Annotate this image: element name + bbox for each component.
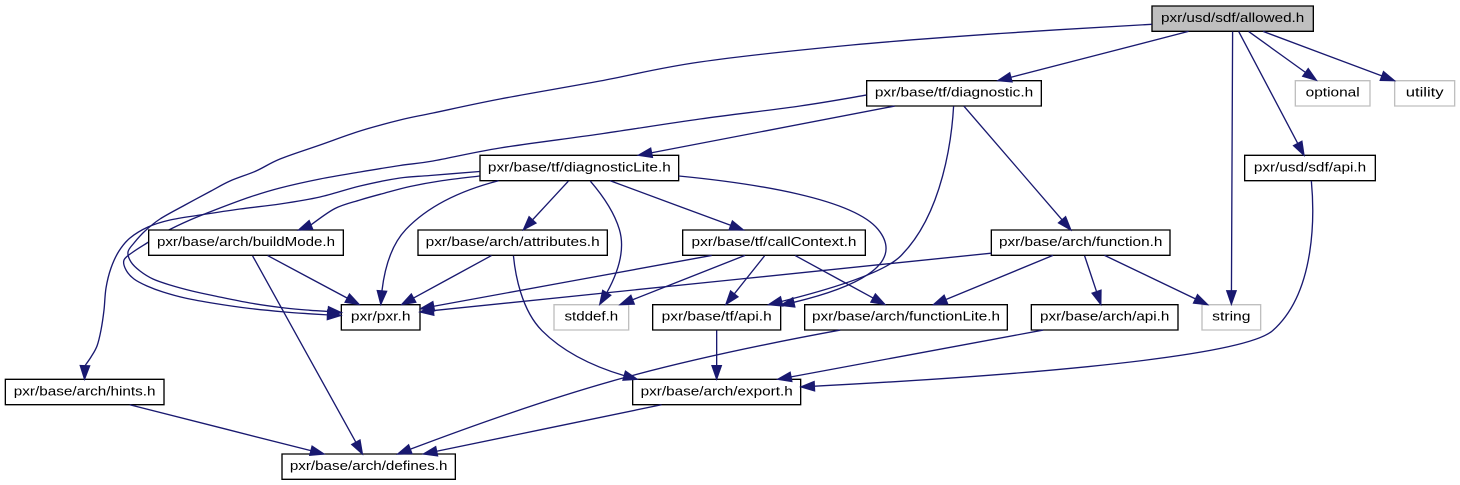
- svg-text:optional: optional: [1306, 85, 1360, 100]
- svg-text:pxr/base/arch/api.h: pxr/base/arch/api.h: [1040, 309, 1169, 324]
- svg-text:pxr/usd/sdf/allowed.h: pxr/usd/sdf/allowed.h: [1161, 10, 1304, 25]
- svg-text:pxr/base/tf/diagnosticLite.h: pxr/base/tf/diagnosticLite.h: [488, 159, 671, 174]
- svg-text:pxr/base/tf/diagnostic.h: pxr/base/tf/diagnostic.h: [875, 85, 1033, 100]
- svg-text:pxr/base/arch/function.h: pxr/base/arch/function.h: [999, 234, 1162, 249]
- svg-text:utility: utility: [1406, 85, 1444, 100]
- svg-text:string: string: [1212, 309, 1250, 324]
- svg-text:pxr/base/arch/defines.h: pxr/base/arch/defines.h: [290, 458, 448, 473]
- svg-text:pxr/base/arch/buildMode.h: pxr/base/arch/buildMode.h: [157, 234, 335, 249]
- svg-text:pxr/pxr.h: pxr/pxr.h: [351, 309, 411, 324]
- svg-text:pxr/base/arch/export.h: pxr/base/arch/export.h: [641, 383, 793, 398]
- svg-text:pxr/base/arch/attributes.h: pxr/base/arch/attributes.h: [426, 234, 600, 249]
- svg-text:stddef.h: stddef.h: [564, 309, 618, 324]
- svg-text:pxr/usd/sdf/api.h: pxr/usd/sdf/api.h: [1254, 159, 1366, 174]
- svg-text:pxr/base/tf/api.h: pxr/base/tf/api.h: [662, 309, 772, 324]
- svg-text:pxr/base/arch/functionLite.h: pxr/base/arch/functionLite.h: [812, 309, 1000, 324]
- svg-text:pxr/base/tf/callContext.h: pxr/base/tf/callContext.h: [692, 234, 857, 249]
- svg-text:pxr/base/arch/hints.h: pxr/base/arch/hints.h: [14, 383, 156, 398]
